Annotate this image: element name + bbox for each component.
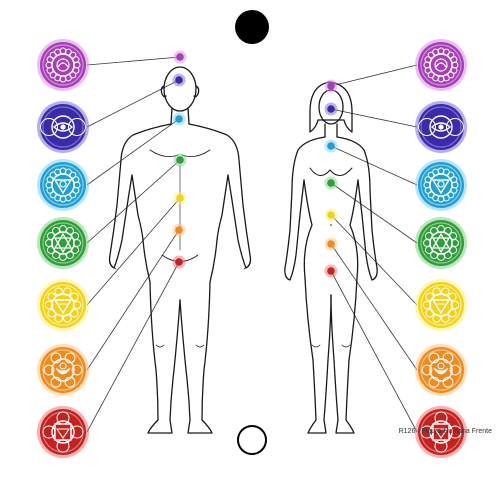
throat-dot-female	[324, 139, 338, 153]
sacral-dot-male	[172, 223, 186, 237]
solar-plexus-icon	[415, 279, 467, 331]
sacral-crescent-icon	[37, 344, 89, 396]
connector-third-eye-right	[330, 108, 418, 128]
chakra-symbols	[37, 39, 467, 458]
lotus-crown-icon	[37, 39, 89, 91]
root-dot-male	[172, 255, 186, 269]
root-square-icon	[415, 406, 467, 458]
sacral-dot-female	[324, 237, 338, 251]
chakra-dots	[172, 50, 338, 278]
throat-triangle-icon	[415, 159, 467, 211]
caption: R126 - Figura Humana Frente	[398, 428, 492, 435]
connector-throat-left	[86, 118, 180, 186]
connector-third-eye-left	[86, 79, 180, 128]
connector-lines	[86, 56, 418, 433]
solar-plexus-dot-male	[173, 191, 187, 205]
crown-dot-male	[173, 50, 187, 64]
eye-icon	[37, 101, 89, 153]
sacral-crescent-icon	[415, 344, 467, 396]
heart-hexagram-icon	[37, 217, 89, 269]
connector-root-left	[86, 261, 180, 433]
heart-dot-male	[173, 153, 187, 167]
connector-throat-right	[330, 145, 418, 186]
male-figure	[108, 66, 252, 434]
connector-sacral-left	[86, 229, 180, 371]
registration-mark-bottom	[237, 425, 267, 455]
heart-hexagram-icon	[415, 217, 467, 269]
eye-icon	[415, 101, 467, 153]
connector-sacral-right	[330, 243, 418, 371]
connector-solar-plexus-right	[330, 214, 418, 306]
connector-heart-left	[86, 159, 181, 244]
crown-dot-female	[324, 79, 338, 93]
connector-crown-left	[86, 56, 181, 66]
third-eye-dot-female	[324, 102, 338, 116]
heart-dot-female	[324, 176, 338, 190]
connector-solar-plexus-left	[86, 197, 181, 306]
throat-triangle-icon	[37, 159, 89, 211]
registration-mark-top	[235, 10, 269, 44]
root-dot-female	[324, 264, 338, 278]
throat-dot-male	[172, 112, 186, 126]
connector-heart-right	[330, 182, 418, 244]
female-figure	[284, 81, 378, 434]
solar-plexus-dot-female	[324, 208, 338, 222]
lotus-crown-icon	[415, 39, 467, 91]
connector-root-right	[330, 270, 418, 433]
solar-plexus-icon	[37, 279, 89, 331]
third-eye-dot-male	[172, 73, 186, 87]
connector-crown-right	[330, 64, 418, 87]
root-square-icon	[37, 406, 89, 458]
